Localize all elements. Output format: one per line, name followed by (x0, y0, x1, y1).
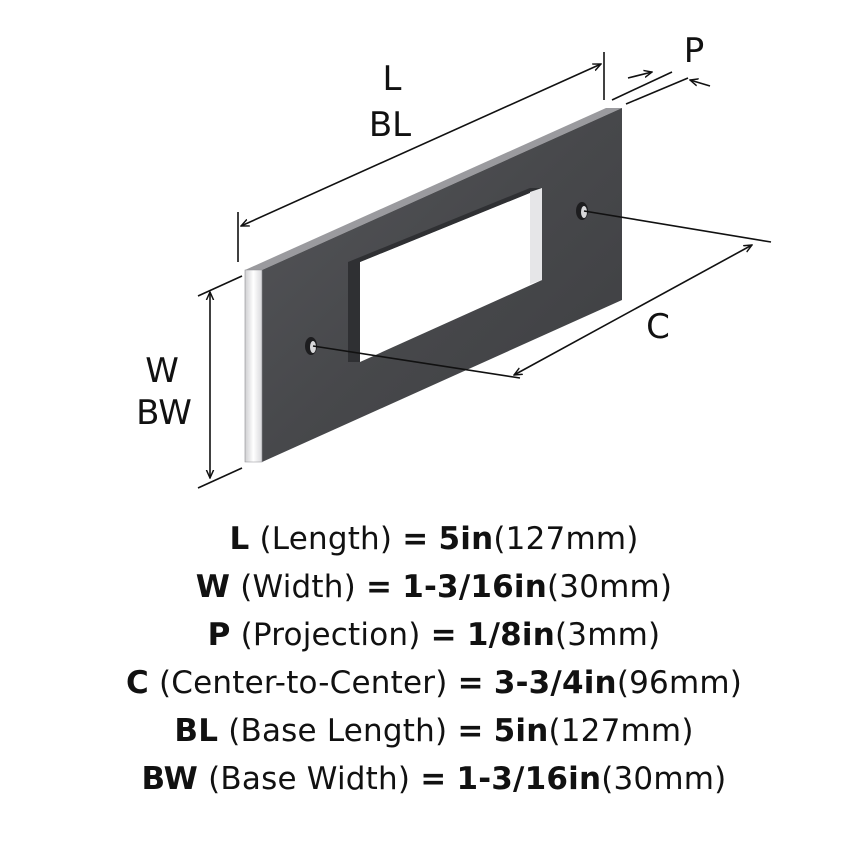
spec-row-base-width: BW (Base Width) = 1-3/16in(30mm) (0, 755, 868, 803)
spec-name: (Length) (259, 521, 393, 557)
c-extension-right (583, 210, 772, 243)
spec-abbr: W (195, 569, 231, 605)
plate-left-edge (244, 269, 263, 463)
w-extension-bottom (197, 467, 243, 489)
label-projection: P (684, 31, 705, 71)
spec-imperial: 3-3/4in (493, 665, 617, 701)
spec-equals: = (457, 713, 484, 749)
spec-name: (Width) (240, 569, 356, 605)
spec-equals: = (430, 617, 457, 653)
spec-imperial: 1/8in (466, 617, 556, 653)
spec-row-base-length: BL (Base Length) = 5in(127mm) (0, 707, 868, 755)
spec-imperial: 5in (438, 521, 494, 557)
label-width: W (145, 351, 179, 391)
label-base-width: BW (136, 393, 192, 433)
spec-metric: (30mm) (601, 761, 727, 797)
c-dimension-line (514, 245, 752, 375)
l-dimension-line (241, 63, 601, 227)
p-arrow-left (627, 72, 652, 79)
dimension-diagram: L BL P W BW C (136, 31, 772, 489)
spec-list: L (Length) = 5in(127mm) W (Width) = 1-3/… (0, 515, 868, 803)
screw-hole-left (305, 337, 317, 355)
spec-row-center-to-center: C (Center-to-Center) = 3-3/4in(96mm) (0, 659, 868, 707)
spec-metric: (3mm) (555, 617, 661, 653)
spec-name: (Base Width) (208, 761, 411, 797)
spec-metric: (127mm) (493, 521, 639, 557)
label-center-to-center: C (646, 307, 670, 347)
spec-name: (Projection) (240, 617, 421, 653)
spec-imperial: 1-3/16in (456, 761, 602, 797)
spec-imperial: 1-3/16in (402, 569, 547, 605)
p-arrow-right (690, 80, 711, 87)
cutout-inner-left (348, 262, 360, 362)
p-extension-back (611, 71, 673, 101)
spec-equals: = (420, 761, 447, 797)
spec-metric: (127mm) (548, 713, 694, 749)
spec-equals: = (365, 569, 393, 605)
spec-imperial: 5in (493, 713, 549, 749)
spec-name: (Base Length) (228, 713, 448, 749)
spec-row-projection: P (Projection) = 1/8in(3mm) (0, 611, 868, 659)
spec-abbr: L (229, 521, 250, 557)
spec-row-width: W (Width) = 1-3/16in(30mm) (0, 563, 868, 611)
cutout-inner-right (530, 188, 542, 284)
p-extension-front (625, 77, 689, 105)
w-extension-top (197, 275, 243, 297)
label-base-length: BL (369, 105, 411, 145)
c-extension-left (312, 345, 521, 379)
spec-row-length: L (Length) = 5in(127mm) (0, 515, 868, 563)
spec-name: (Center-to-Center) (158, 665, 448, 701)
spec-equals: = (402, 521, 429, 557)
spec-metric: (96mm) (616, 665, 743, 701)
spec-abbr: P (207, 617, 231, 653)
spec-metric: (30mm) (546, 569, 673, 605)
spec-abbr: BW (141, 761, 199, 797)
label-length: L (383, 59, 402, 99)
spec-abbr: BL (174, 713, 219, 749)
plate-cutout (360, 188, 542, 362)
spec-abbr: C (125, 665, 149, 701)
spec-equals: = (457, 665, 484, 701)
backplate-drawing: L BL P W BW C (136, 31, 772, 489)
